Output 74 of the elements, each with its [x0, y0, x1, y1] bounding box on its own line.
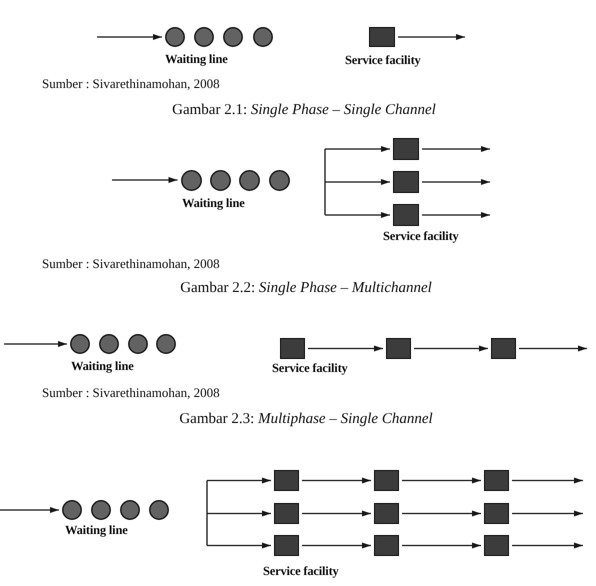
source-note: Sumber : Sivarethinamohan, 2008 — [42, 76, 220, 91]
customer-circle — [156, 334, 176, 354]
customer-circle — [223, 27, 243, 47]
customer-circle — [120, 500, 140, 520]
arrow — [414, 346, 488, 352]
service-square — [393, 138, 419, 160]
customer-circle — [238, 170, 260, 190]
customer-circle — [210, 170, 230, 190]
arrow — [302, 510, 371, 516]
service-square — [274, 470, 299, 491]
queue-label: Waiting line — [182, 196, 245, 211]
arrow — [325, 146, 390, 152]
service-square — [280, 338, 305, 359]
arrow — [302, 478, 371, 484]
service-square — [374, 470, 399, 491]
service-square — [374, 503, 399, 524]
arrow — [398, 34, 465, 40]
arrow — [4, 341, 67, 347]
facility-label: Service facility — [345, 53, 421, 68]
arrow — [325, 179, 390, 185]
customer-circle — [62, 500, 82, 520]
arrow — [207, 510, 271, 516]
arrow — [422, 212, 490, 218]
customer-circle — [165, 27, 185, 47]
service-square — [386, 338, 411, 359]
customer-circle — [91, 500, 111, 520]
arrow — [112, 177, 178, 183]
customer-circle — [194, 27, 214, 47]
service-square — [491, 338, 516, 359]
figure-caption: Gambar 2.2: Single Phase – Multichannel — [180, 279, 432, 297]
service-square — [393, 204, 419, 226]
arrow — [402, 542, 481, 548]
queue-label: Waiting line — [71, 359, 134, 374]
figure-caption: Gambar 2.3: Multiphase – Single Channel — [179, 410, 433, 428]
customer-circle — [180, 170, 202, 190]
arrow — [325, 212, 390, 218]
arrow — [402, 478, 481, 484]
service-square — [484, 470, 509, 491]
service-square — [393, 171, 419, 193]
service-square — [369, 27, 395, 47]
customer-circle — [99, 334, 119, 354]
arrow — [302, 542, 371, 548]
service-square — [274, 503, 299, 524]
arrow — [422, 146, 490, 152]
customer-circle — [253, 27, 273, 47]
facility-label: Service facility — [272, 361, 348, 376]
service-square — [484, 535, 509, 556]
facility-label: Service facility — [263, 564, 339, 579]
service-square — [374, 535, 399, 556]
arrow — [512, 510, 583, 516]
arrow — [519, 346, 587, 352]
figure-caption: Gambar 2.1: Single Phase – Single Channel — [172, 101, 436, 119]
branch-line — [324, 149, 326, 215]
arrow — [512, 542, 583, 548]
arrow — [0, 507, 59, 513]
customer-circle — [268, 170, 290, 190]
arrow — [97, 34, 162, 40]
facility-label: Service facility — [383, 229, 459, 244]
arrow — [422, 179, 490, 185]
arrow — [207, 542, 271, 548]
customer-circle — [128, 334, 148, 354]
queue-label: Waiting line — [165, 52, 228, 67]
source-note: Sumber : Sivarethinamohan, 2008 — [42, 256, 220, 271]
arrow — [512, 478, 583, 484]
service-square — [274, 535, 299, 556]
customer-circle — [149, 500, 169, 520]
service-square — [484, 503, 509, 524]
source-note: Sumber : Sivarethinamohan, 2008 — [42, 385, 220, 400]
arrow — [207, 478, 271, 484]
arrow — [308, 346, 383, 352]
branch-line — [206, 480, 208, 546]
queue-label: Waiting line — [65, 523, 128, 538]
arrow — [402, 510, 481, 516]
customer-circle — [70, 334, 90, 354]
